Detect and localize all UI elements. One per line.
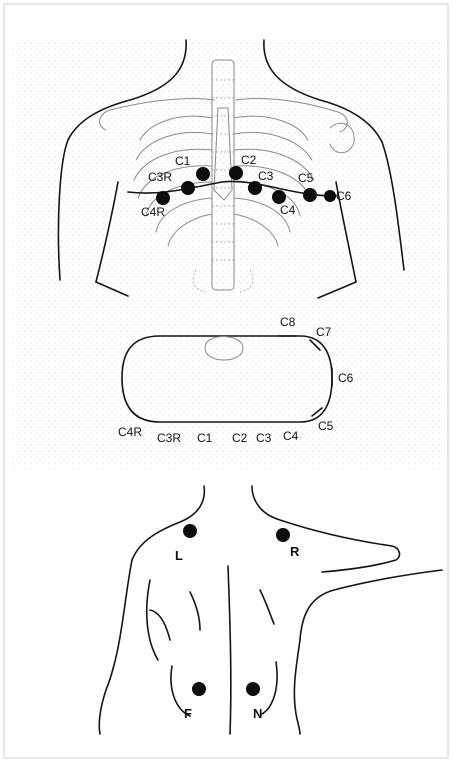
section-label-c4r: C4R xyxy=(118,425,142,439)
section-label-c8: C8 xyxy=(280,315,296,329)
electrode-dot-c4 xyxy=(272,190,286,204)
section-label-c3r: C3R xyxy=(157,431,181,445)
section-label-c1: C1 xyxy=(197,431,213,445)
label-c4r: C4R xyxy=(141,205,165,219)
electrode-dot-c2 xyxy=(229,166,243,180)
back-label-f: F xyxy=(184,706,192,721)
section-label-c3: C3 xyxy=(256,431,272,445)
electrode-dot-c5 xyxy=(303,188,317,202)
section-label-c7: C7 xyxy=(316,325,332,339)
section-label-c6: C6 xyxy=(338,371,354,385)
electrode-dot-f xyxy=(192,682,206,696)
electrode-dot-n xyxy=(246,682,260,696)
label-c5: C5 xyxy=(298,171,314,185)
back-label-l: L xyxy=(175,548,183,563)
label-c3: C3 xyxy=(258,169,274,183)
section-label-c2: C2 xyxy=(232,431,248,445)
label-c3r: C3R xyxy=(148,170,172,184)
back-label-n: N xyxy=(253,706,262,721)
label-c2: C2 xyxy=(241,153,257,167)
label-c6: C6 xyxy=(336,189,352,203)
electrode-dot-c4r xyxy=(156,191,170,205)
electrode-dot-r xyxy=(276,528,290,542)
electrode-dot-c6 xyxy=(324,190,336,202)
electrode-dot-c3r xyxy=(181,181,195,195)
label-c4: C4 xyxy=(280,203,296,217)
back-label-r: R xyxy=(290,544,300,559)
stipple-texture-upper xyxy=(10,40,444,470)
electrode-dot-c1 xyxy=(196,167,210,181)
section-label-c4: C4 xyxy=(283,429,299,443)
electrode-dot-l xyxy=(183,524,197,538)
electrode-dot-c3 xyxy=(248,181,262,195)
section-label-c5: C5 xyxy=(318,419,334,433)
label-c1: C1 xyxy=(175,154,191,168)
